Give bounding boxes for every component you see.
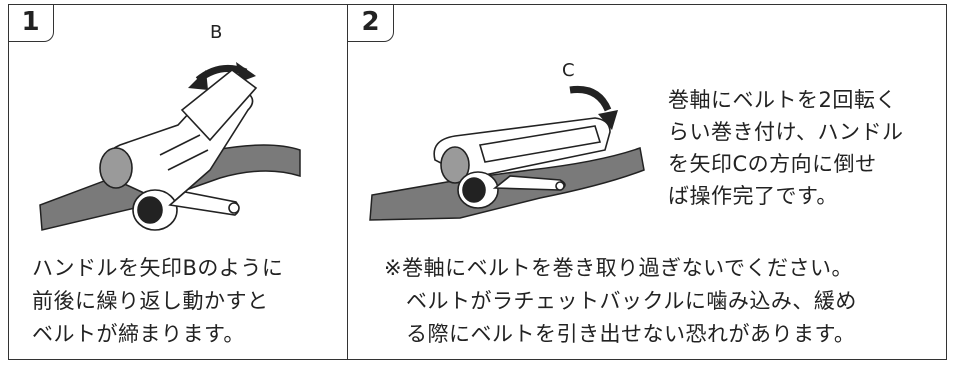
arrow-label-c: C bbox=[562, 60, 575, 81]
ratchet-illustration-open bbox=[39, 62, 301, 231]
arrow-label-b: B bbox=[210, 22, 223, 43]
description-line-1: 巻軸にベルトを2回転く bbox=[668, 88, 897, 112]
ratchet-illustration-closed bbox=[369, 85, 645, 221]
description-line-3: を矢印Cの方向に倒せ bbox=[668, 152, 877, 176]
caption-line-1: ハンドルを矢印Bのように bbox=[32, 256, 284, 280]
description-line-4: ば操作完了です。 bbox=[668, 184, 838, 208]
warning-line-1: ※巻軸にベルトを巻き取り過ぎないでください。 bbox=[384, 256, 853, 280]
caption-line-3: ベルトが締まります。 bbox=[32, 322, 245, 346]
curved-arrow-icon bbox=[569, 85, 618, 130]
panel-divider bbox=[347, 4, 348, 360]
caption-line-2: 前後に繰り返し動かすと bbox=[32, 289, 269, 313]
warning-line-2: ベルトがラチェットバックルに噛み込み、緩め bbox=[406, 289, 857, 313]
step-number: 2 bbox=[348, 4, 394, 42]
warning-line-3: る際にベルトを引き出せない恐れがあります。 bbox=[406, 322, 856, 346]
instruction-frame bbox=[8, 4, 947, 360]
description-line-2: らい巻き付け、ハンドル bbox=[668, 120, 904, 144]
step-number: 1 bbox=[8, 4, 54, 42]
